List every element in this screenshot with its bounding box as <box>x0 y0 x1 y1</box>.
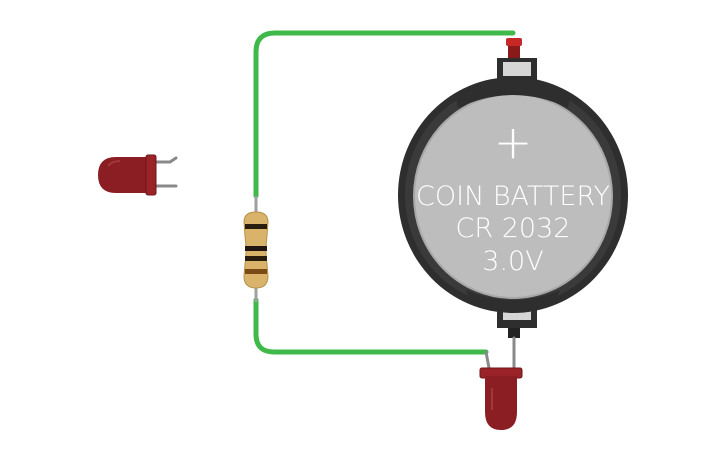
negative-terminal[interactable] <box>508 328 520 338</box>
resistor-band-1 <box>245 224 267 229</box>
resistor-band-3 <box>245 256 267 261</box>
coin-battery[interactable]: + COIN BATTERY CR 2032 3.0V <box>398 38 628 338</box>
led-connected[interactable] <box>479 336 523 430</box>
battery-label-line3: 3.0V <box>482 246 543 277</box>
led-loose[interactable] <box>98 154 178 196</box>
wire-top[interactable] <box>253 30 516 199</box>
battery-label-line2: CR 2032 <box>456 213 571 244</box>
resistor-band-2 <box>245 246 267 251</box>
plus-symbol: + <box>494 115 533 169</box>
resistor-band-4 <box>245 269 267 274</box>
resistor[interactable] <box>243 196 269 302</box>
battery-label-line1: COIN BATTERY <box>416 181 610 212</box>
wire-bottom[interactable] <box>253 297 489 355</box>
positive-terminal[interactable] <box>506 38 522 46</box>
